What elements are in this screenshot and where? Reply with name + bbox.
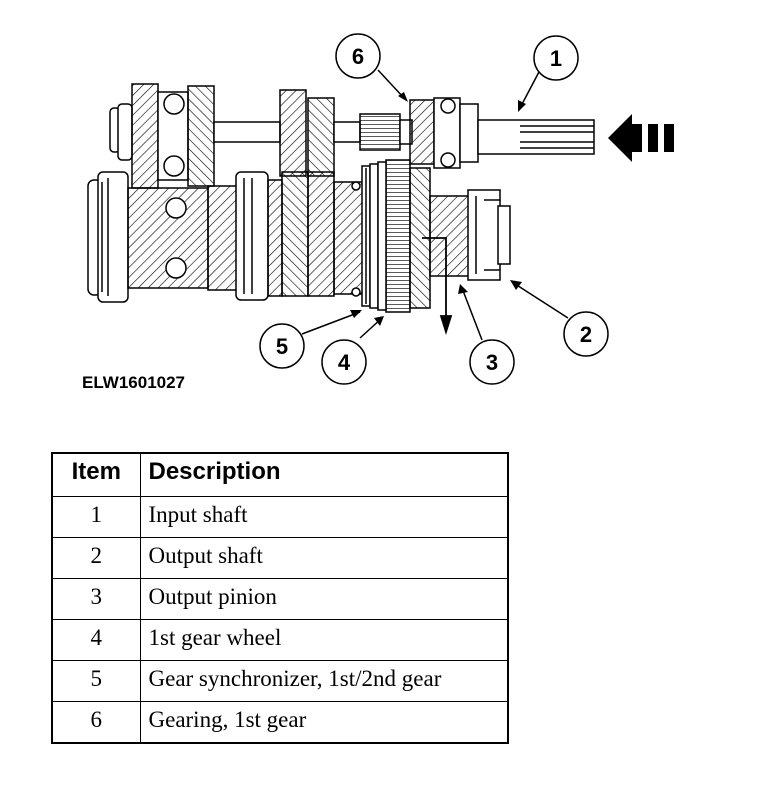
row-item: 5 (51, 660, 141, 702)
callout-1: 1 (533, 35, 579, 81)
callout-2: 2 (563, 311, 609, 357)
row-description: Input shaft (139, 496, 509, 538)
callout-6: 6 (335, 33, 381, 79)
row-item: 3 (51, 578, 141, 620)
callout-arrowheads (350, 92, 526, 326)
table-row: 4 1st gear wheel (51, 619, 509, 661)
table-row: 5 Gear synchronizer, 1st/2nd gear (51, 660, 509, 702)
table-row: 1 Input shaft (51, 496, 509, 538)
row-description: Output pinion (139, 578, 509, 620)
row-description: Gearing, 1st gear (139, 701, 509, 744)
callout-6-label: 6 (352, 44, 364, 69)
table-row: 2 Output shaft (51, 537, 509, 579)
callout-2-label: 2 (580, 322, 592, 347)
header-description: Description (139, 452, 509, 497)
row-item: 6 (51, 701, 141, 744)
row-item: 2 (51, 537, 141, 579)
legend-table: Item Description 1 Input shaft 2 Output … (51, 452, 509, 744)
callout-4: 4 (321, 339, 367, 385)
input-direction-arrow-icon (608, 114, 674, 162)
input-shaft-assembly (109, 83, 595, 189)
table-row: 3 Output pinion (51, 578, 509, 620)
callout-3: 3 (469, 339, 515, 385)
callout-1-label: 1 (550, 46, 562, 71)
callout-5: 5 (259, 323, 305, 369)
output-direction-arrow-icon (422, 237, 453, 336)
row-item: 1 (51, 496, 141, 538)
row-description: 1st gear wheel (139, 619, 509, 661)
row-item: 4 (51, 619, 141, 661)
gearbox-diagram: 1 2 3 4 5 6 (87, 33, 674, 385)
legend-header-row: Item Description (51, 452, 509, 497)
row-description: Output shaft (139, 537, 509, 579)
callout-5-label: 5 (276, 334, 288, 359)
table-row: 6 Gearing, 1st gear (51, 701, 509, 744)
figure-code: ELW1601027 (82, 373, 186, 392)
callout-3-label: 3 (486, 350, 498, 375)
row-description: Gear synchronizer, 1st/2nd gear (139, 660, 509, 702)
header-item: Item (51, 452, 141, 497)
callout-4-label: 4 (338, 350, 351, 375)
